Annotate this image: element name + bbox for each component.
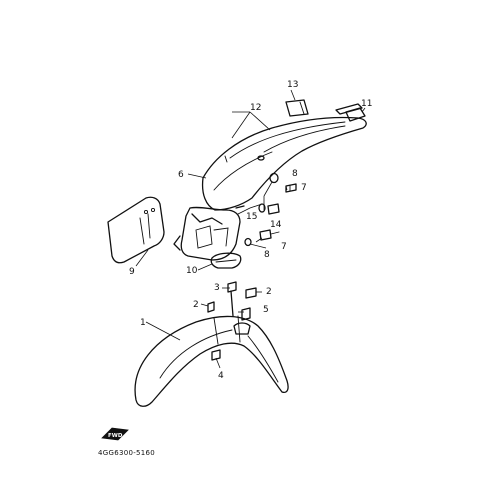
- mud-flap-9: [107, 196, 165, 264]
- rear-flap: [173, 203, 263, 261]
- callout-2a: 2: [193, 300, 199, 310]
- callout-13: 13: [287, 80, 298, 90]
- decal-13: [285, 89, 309, 117]
- drawing-code: 4GG6300-5160: [98, 449, 155, 457]
- fwd-text: FWD: [108, 433, 123, 439]
- leader-lines: [135, 111, 288, 369]
- callout-14: 14: [270, 220, 282, 230]
- callout-15: 15: [246, 212, 257, 222]
- rear-fender-hardware: [235, 172, 297, 247]
- callout-3: 3: [214, 283, 220, 293]
- callout-10: 10: [186, 266, 198, 276]
- callout-12: 12: [250, 103, 261, 113]
- callout-5: 5: [263, 305, 269, 315]
- reflector-10: [210, 252, 242, 269]
- front-fender-hardware: [207, 281, 257, 361]
- front-fender: [134, 315, 289, 407]
- callout-7a: 7: [301, 183, 307, 193]
- callout-8a: 8: [292, 169, 298, 179]
- rear-fender: [201, 107, 367, 211]
- callout-11: 11: [361, 99, 372, 109]
- callout-7b: 7: [281, 242, 287, 252]
- forward-direction-badge: FWD: [101, 427, 129, 441]
- callout-2b: 2: [266, 287, 272, 297]
- callout-9: 9: [129, 267, 135, 277]
- callout-4: 4: [218, 371, 224, 381]
- callout-8b: 8: [264, 250, 270, 260]
- callout-numbers: 1 2 2 3 4 5 6 7 7 8 8 9 10 11 12 13 14 1…: [129, 80, 372, 381]
- emblem-11-label: [335, 103, 366, 115]
- callout-6: 6: [178, 170, 184, 180]
- callout-1: 1: [140, 318, 146, 328]
